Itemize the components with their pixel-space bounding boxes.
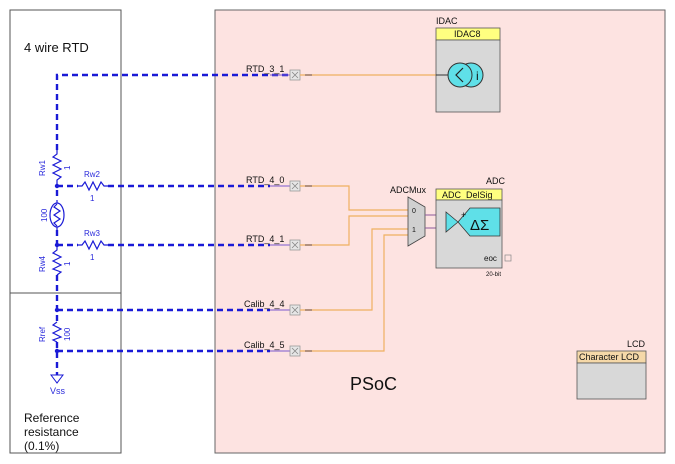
adc-component[interactable]: ADC ADC_DelSig + ΔΣ eoc 20-bit [435,176,512,278]
svg-text:Character LCD: Character LCD [579,352,640,362]
svg-text:0: 0 [412,208,416,215]
eoc-terminal [504,254,512,262]
svg-text:LCD: LCD [627,339,646,349]
svg-text:ADCMux: ADCMux [390,185,427,195]
svg-text:i: i [476,69,479,83]
svg-text:Calib_4_5: Calib_4_5 [244,340,285,350]
rtd-panel [9,9,122,454]
pin-stubs [270,74,290,352]
svg-text:Rw1: Rw1 [38,159,47,176]
junction-dots [54,183,60,354]
svg-text:RTD_4_0: RTD_4_0 [246,175,284,185]
resistor-rw4: Rw4 1 [38,245,72,276]
resistor-rref: Rref 100 [38,321,72,343]
resistor-rw1: Rw1 1 [38,150,72,186]
svg-text:100: 100 [40,208,49,222]
svg-text:1: 1 [63,261,72,266]
svg-text:ADC: ADC [486,176,506,186]
rtd-panel-title: 4 wire RTD [24,40,89,55]
svg-text:+: + [461,210,466,220]
svg-text:IDAC: IDAC [436,16,458,26]
svg-text:ADC_DelSig: ADC_DelSig [442,190,493,200]
resistor-rw3: Rw3 1 [78,229,108,262]
svg-text:1: 1 [412,227,416,234]
svg-text:Rw3: Rw3 [84,229,101,238]
reference-label-3: (0.1%) [24,439,59,453]
svg-text:Rref: Rref [38,326,47,342]
svg-text:1: 1 [90,194,95,203]
external-wiring [55,73,290,375]
svg-text:Rw4: Rw4 [38,255,47,272]
internal-wiring [300,74,436,352]
reference-label-1: Reference [24,411,80,425]
delta-sigma-icon [445,207,501,237]
resistor-rw2: Rw2 1 [78,170,108,203]
svg-text:ΔΣ: ΔΣ [470,217,489,234]
svg-text:Rw2: Rw2 [84,170,101,179]
lcd-component[interactable]: LCD Character LCD [576,339,647,400]
svg-text:RTD_3_1: RTD_3_1 [246,64,284,74]
svg-text:1: 1 [90,253,95,262]
psoc-title: PSoC [350,374,397,394]
svg-text:20-bit: 20-bit [486,272,501,278]
idac-component[interactable]: IDAC IDAC8 i [435,16,501,113]
svg-text:eoc: eoc [484,254,497,263]
svg-text:IDAC8: IDAC8 [454,29,481,39]
ground-vss-icon: Vss [50,374,66,396]
rtd-sensor: 100 [40,200,65,230]
svg-text:1: 1 [63,165,72,170]
svg-text:RTD_4_1: RTD_4_1 [246,234,284,244]
reference-label-2: resistance [24,425,79,439]
svg-text:100: 100 [63,327,72,341]
svg-text:Vss: Vss [50,386,66,396]
svg-text:Calib_4_4: Calib_4_4 [244,299,285,309]
